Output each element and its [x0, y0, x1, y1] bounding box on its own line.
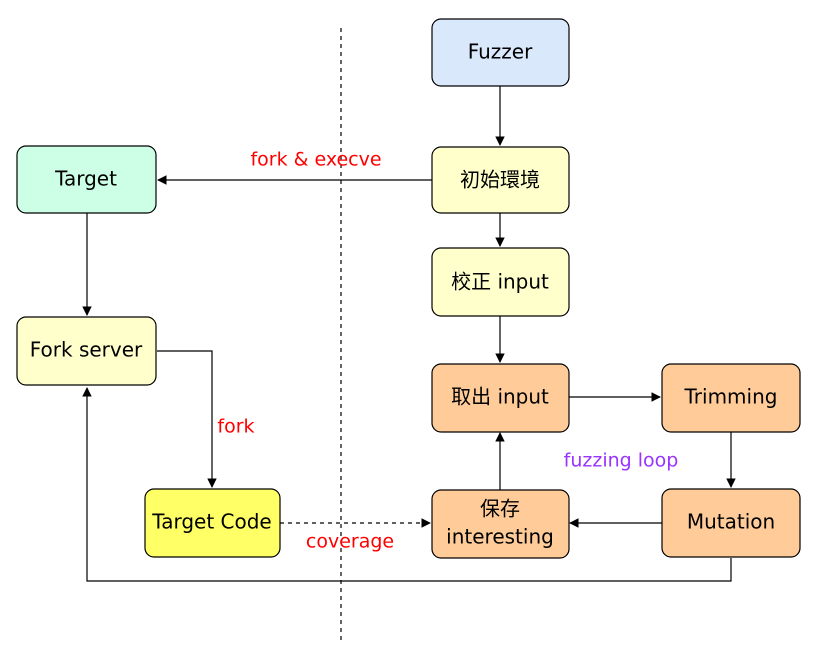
- node-target: Target: [16, 145, 157, 214]
- node-calibrate-input: 校正 input: [431, 247, 570, 317]
- node-take-input: 取出 input: [431, 363, 570, 433]
- edge-forkserver-to-targetcode: [157, 350, 217, 488]
- node-mutation: Mutation: [661, 488, 801, 558]
- label-fork: fork: [217, 416, 254, 438]
- node-trimming-label: Trimming: [684, 385, 778, 409]
- node-init-env-label: 初始環境: [460, 168, 540, 192]
- node-fork-server-label: Fork server: [30, 338, 143, 362]
- node-save-label-line1: 保存: [480, 497, 520, 521]
- label-coverage: coverage: [306, 531, 394, 553]
- node-calibrate-input-label: 校正 input: [451, 270, 549, 294]
- node-fork-server: Fork server: [16, 316, 157, 386]
- node-fuzzer: Fuzzer: [431, 18, 570, 87]
- node-init-env: 初始環境: [431, 146, 570, 214]
- node-mutation-label: Mutation: [687, 510, 775, 534]
- node-target-label: Target: [54, 167, 117, 191]
- node-save-label-line2: interesting: [446, 525, 554, 549]
- node-trimming: Trimming: [661, 363, 801, 433]
- node-fuzzer-label: Fuzzer: [468, 40, 533, 64]
- edge-mutation-to-forkserver: [82, 387, 732, 582]
- label-fuzzing-loop: fuzzing loop: [564, 450, 679, 472]
- node-target-code: Target Code: [144, 488, 281, 558]
- label-fork-execve: fork & execve: [250, 149, 381, 171]
- node-take-input-label: 取出 input: [451, 385, 549, 409]
- node-save-interesting: 保存 interesting: [431, 489, 570, 559]
- node-target-code-label: Target Code: [151, 510, 271, 534]
